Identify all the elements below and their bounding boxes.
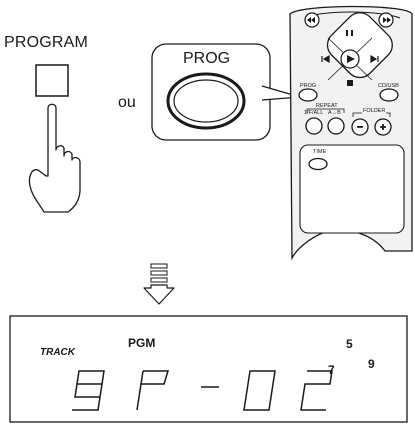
prog-callout-button[interactable] xyxy=(166,72,246,130)
pgm-label: PGM xyxy=(128,336,156,350)
remote-folder-label: FOLDER xyxy=(362,108,387,114)
remote-a-b-label: A↔B xyxy=(328,110,341,116)
play-icon xyxy=(347,55,355,63)
calendar-number-7: 7 xyxy=(328,363,335,377)
down-arrow-icon xyxy=(143,284,175,305)
stop-icon xyxy=(347,80,353,86)
program-button-label: PROGRAM xyxy=(4,34,89,51)
track-label: TRACK xyxy=(40,347,75,358)
skip-back-icon xyxy=(321,54,330,64)
segment-readout xyxy=(72,370,333,411)
remote-cd-usb-button[interactable] xyxy=(379,88,399,102)
lcd-display xyxy=(9,315,408,423)
remote-repeat-label: REPEAT xyxy=(316,103,338,109)
program-button[interactable] xyxy=(35,64,69,97)
minus-icon xyxy=(357,126,363,128)
repeat-mode-button[interactable] xyxy=(305,117,323,135)
pause-icon xyxy=(346,30,353,36)
remote-cd-usb-label: CD/USB xyxy=(378,83,399,89)
pointing-hand-icon xyxy=(28,103,81,213)
remote-prog-button[interactable] xyxy=(298,88,318,102)
a-b-repeat-button[interactable] xyxy=(327,117,345,135)
arrow-stripe-1 xyxy=(150,263,168,269)
or-word: ou xyxy=(118,94,136,111)
calendar-number-9: 9 xyxy=(368,357,375,371)
remote-time-label: TIME xyxy=(313,149,327,155)
remote-prog-label: PROG xyxy=(300,83,317,89)
remote-time-button[interactable] xyxy=(308,157,328,171)
remote-repeat-mode-label: 1/F/ALL xyxy=(304,110,324,116)
rewind-icon xyxy=(307,17,315,23)
fast-forward-icon xyxy=(383,17,391,23)
calendar-number-5: 5 xyxy=(346,337,353,351)
prog-callout-label: PROG xyxy=(183,50,231,67)
arrow-stripe-3 xyxy=(150,277,168,283)
plus-icon xyxy=(380,124,386,130)
skip-forward-icon xyxy=(370,54,379,64)
arrow-stripe-2 xyxy=(150,270,168,276)
